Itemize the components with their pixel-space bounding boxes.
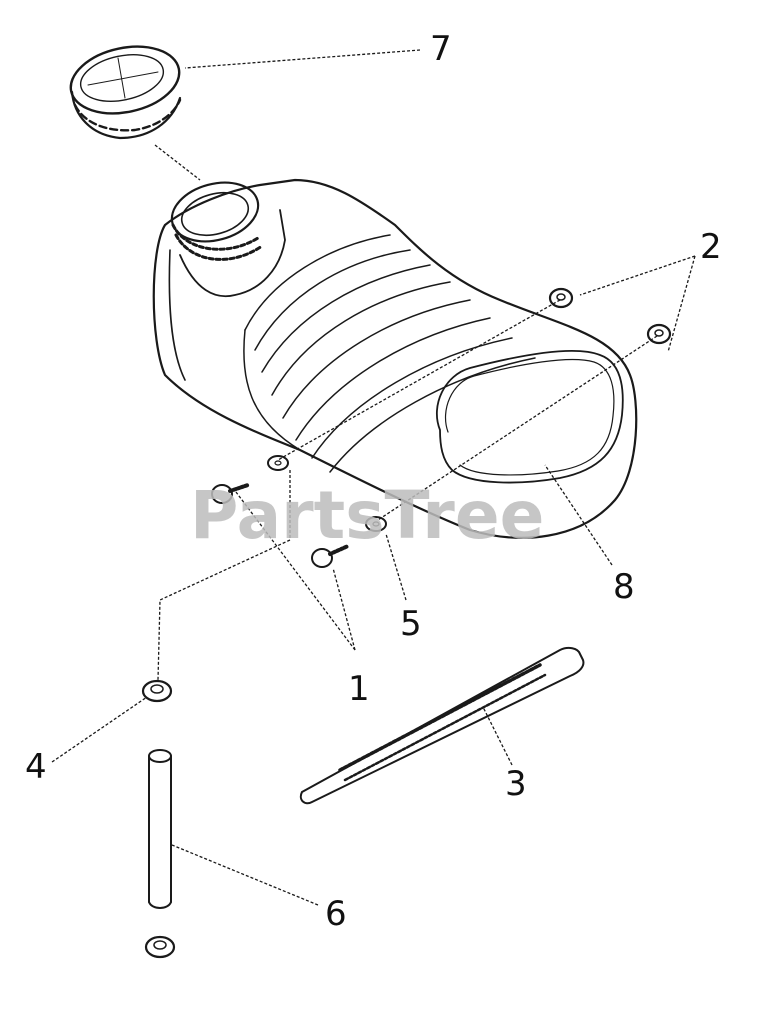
callout-leaders [51, 49, 696, 906]
callout-6: 6 [325, 894, 347, 934]
callout-labels: 7 2 8 5 1 3 4 6 [25, 29, 722, 934]
callout-8: 8 [613, 567, 635, 607]
fuel-tank [152, 178, 638, 539]
callout-3: 3 [505, 764, 527, 804]
assembly-lines [154, 144, 658, 681]
tank-strap [299, 646, 585, 805]
callout-1: 1 [348, 669, 370, 709]
hardware [141, 287, 672, 959]
callout-2: 2 [700, 227, 722, 267]
fuel-cap [69, 45, 182, 140]
callout-5: 5 [400, 604, 422, 644]
callout-7: 7 [430, 29, 452, 69]
watermark-text: PartsTree [190, 477, 544, 554]
callout-4: 4 [25, 747, 47, 787]
spacer-tube [148, 749, 172, 909]
